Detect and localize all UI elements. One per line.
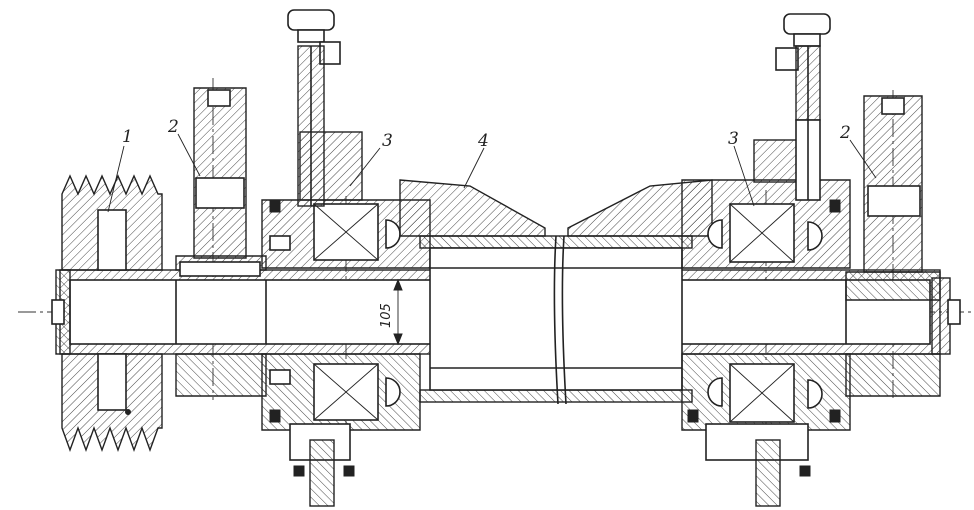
- label-pulley: 1: [122, 127, 133, 147]
- label-drum: 4: [477, 131, 489, 151]
- gear-left: [175, 87, 267, 397]
- label-bearing-right: 3: [728, 129, 739, 149]
- dimension-shaft-diameter: 105: [379, 278, 403, 346]
- leader-lines: [107, 133, 877, 213]
- v-belt-pulley: [51, 174, 163, 453]
- label-gear-right: 2: [839, 123, 851, 143]
- gear-right: [845, 95, 961, 397]
- dimension-label-105: 105: [379, 303, 394, 328]
- tension-screw-left: [287, 9, 341, 207]
- label-bearing-left: 3: [382, 131, 393, 151]
- label-gear-left: 2: [167, 117, 179, 137]
- tension-screw-right: [775, 13, 831, 201]
- drum-shell: [399, 179, 713, 405]
